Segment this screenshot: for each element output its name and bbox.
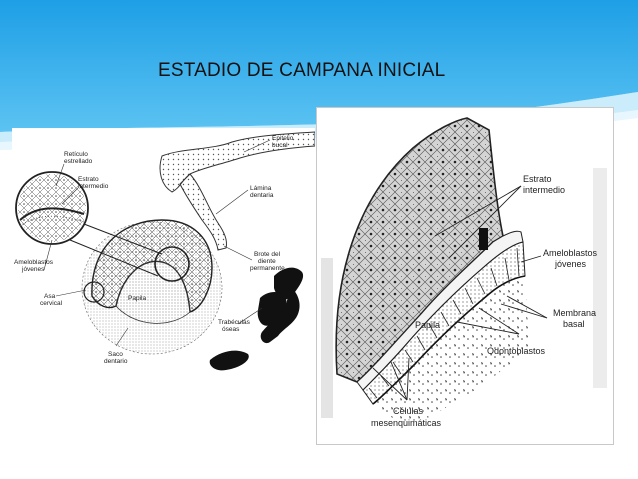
label-papila: Papila (415, 320, 440, 330)
label-brote-1: Brote del (254, 251, 281, 258)
label-ameloblastos-1: Ameloblastos (543, 248, 598, 258)
label-reticulo-1: Retículo (64, 151, 88, 158)
label-estrato-1: Estrato (523, 174, 552, 184)
label-saco-2: dentario (104, 358, 128, 365)
label-membrana-1: Membrana (553, 308, 596, 318)
label-saco-1: Saco (108, 351, 123, 358)
label-epitelio-1: Epitelio (272, 135, 294, 142)
label-brote-2: diente (258, 258, 276, 265)
label-trabeculas-2: óseas (222, 326, 240, 333)
label-lamina-2: dentaria (250, 192, 274, 199)
tooth-germ-overview-illustration: Retículo estrellado Estrato intermedio E… (14, 131, 315, 371)
label-estrato-1: Estrato (78, 176, 99, 183)
left-diagram: Retículo estrellado Estrato intermedio E… (12, 128, 315, 374)
label-ameloblastos-2: jóvenes (554, 259, 587, 269)
label-trabeculas-1: Trabéculas (218, 319, 251, 326)
label-reticulo-2: estrellado (64, 158, 93, 165)
slide-title: ESTADIO DE CAMPANA INICIAL (158, 60, 446, 81)
label-papila: Papila (128, 295, 146, 302)
label-ameloblastos-2: jóvenes (21, 266, 45, 273)
label-lamina-1: Lámina (250, 185, 272, 192)
label-asa-1: Asa (44, 293, 56, 300)
label-estrato-2: intermedio (78, 183, 109, 190)
label-estrato-2: intermedio (523, 185, 565, 195)
label-asa-2: cervical (40, 300, 63, 307)
label-epitelio-2: bucal (272, 142, 288, 149)
label-celulas-2: mesenquimáticas (371, 418, 442, 428)
label-celulas-1: Células (393, 406, 424, 416)
bell-stage-detail-illustration: Estrato intermedio Ameloblastos jóvenes … (321, 117, 607, 428)
label-odontoblastos: Odontoblastos (487, 346, 546, 356)
right-diagram: Estrato intermedio Ameloblastos jóvenes … (316, 107, 614, 445)
label-ameloblastos-1: Ameloblastos (14, 259, 54, 266)
label-membrana-2: basal (563, 319, 585, 329)
label-brote-3: permanente (250, 265, 285, 272)
